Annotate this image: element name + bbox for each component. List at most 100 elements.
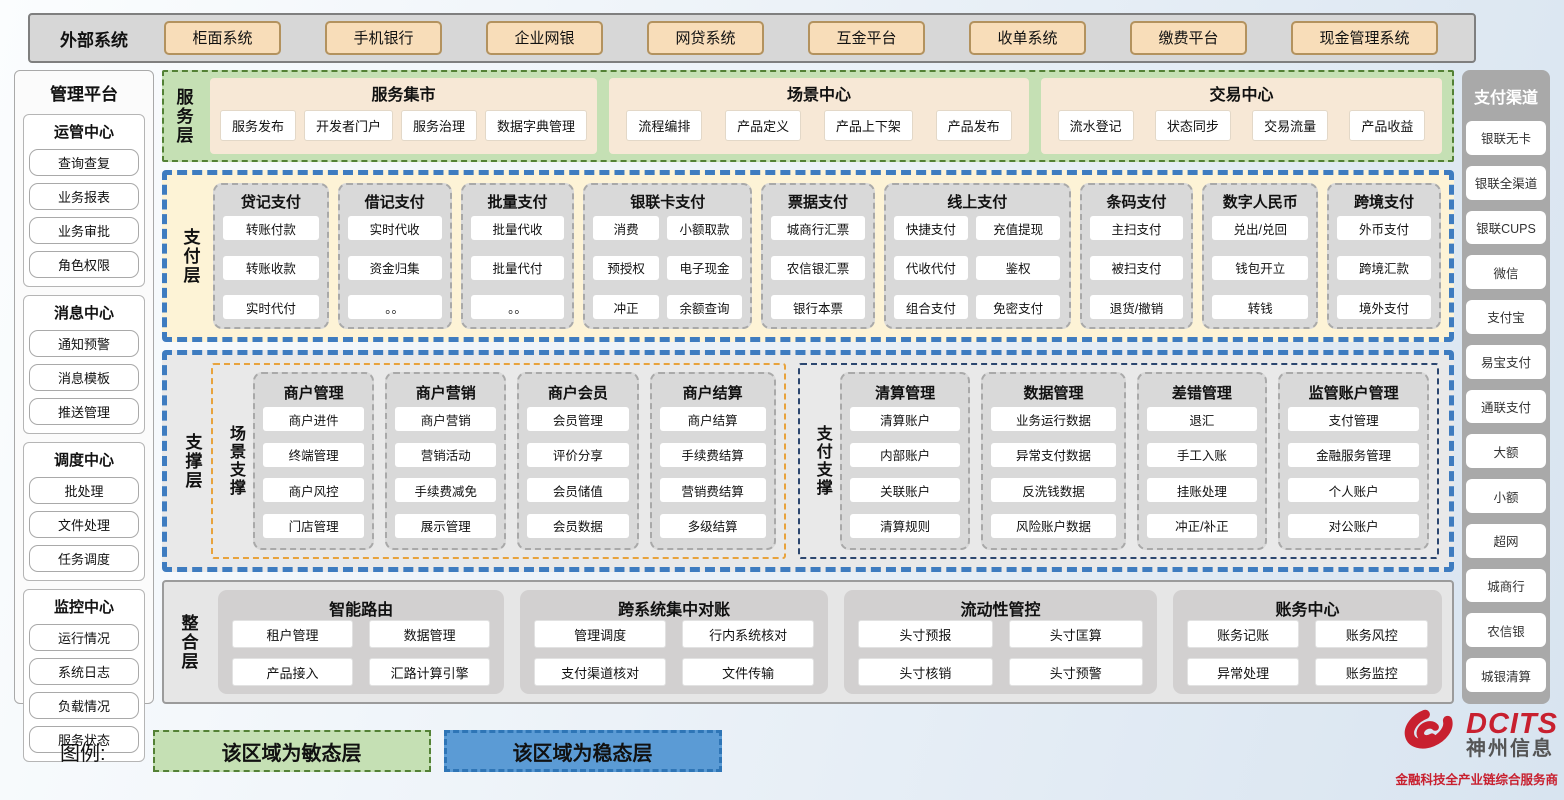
menu-item-business-report[interactable]: 业务报表 (29, 183, 139, 210)
file-transfer-button[interactable]: 文件传输 (682, 658, 815, 686)
data-dictionary-button[interactable]: 数据字典管理 (485, 110, 588, 141)
cashier-check-button[interactable]: 银行本票 (771, 295, 865, 319)
product-access-button[interactable]: 产品接入 (232, 658, 354, 686)
menu-item-service-status[interactable]: 服务状态 (29, 726, 139, 753)
fee-waiver-button[interactable]: 手续费减免 (395, 478, 497, 503)
external-system-cash-management[interactable]: 现金管理系统 (1291, 21, 1438, 55)
tenant-management-button[interactable]: 租户管理 (232, 620, 354, 648)
product-release-button[interactable]: 产品发布 (935, 110, 1012, 141)
service-publish-button[interactable]: 服务发布 (220, 110, 297, 141)
external-system-counter[interactable]: 柜面系统 (164, 21, 281, 55)
transaction-volume-button[interactable]: 交易流量 (1252, 110, 1329, 141)
refund-cancel-button[interactable]: 退货/撤销 (1089, 295, 1184, 319)
personal-account-button[interactable]: 个人账户 (1288, 478, 1419, 503)
menu-item-push-management[interactable]: 推送管理 (29, 398, 139, 425)
channel-hvps[interactable]: 大额 (1466, 434, 1546, 469)
realtime-payout-button[interactable]: 实时代付 (223, 295, 319, 319)
accounting-monitor-button[interactable]: 账务监控 (1315, 658, 1428, 686)
merchant-marketing-button[interactable]: 商户营销 (395, 407, 497, 431)
internal-account-button[interactable]: 内部账户 (849, 442, 961, 467)
manual-entry-button[interactable]: 手工入账 (1146, 442, 1258, 467)
multi-level-settlement-button[interactable]: 多级结算 (659, 513, 766, 538)
abnormal-payment-data-button[interactable]: 异常支付数据 (991, 442, 1116, 467)
pin-free-pay-button[interactable]: 免密支付 (975, 295, 1061, 319)
accounting-booking-button[interactable]: 账务记账 (1186, 620, 1300, 648)
menu-item-load-status[interactable]: 负载情况 (29, 692, 139, 719)
suspense-handling-button[interactable]: 挂账处理 (1146, 478, 1258, 503)
menu-item-business-approval[interactable]: 业务审批 (29, 217, 139, 244)
menu-item-role-permission[interactable]: 角色权限 (29, 251, 139, 278)
menu-item-running-status[interactable]: 运行情况 (29, 624, 139, 651)
position-forecast-button[interactable]: 头寸预报 (858, 620, 993, 648)
product-definition-button[interactable]: 产品定义 (725, 110, 802, 141)
member-stored-value-button[interactable]: 会员储值 (527, 478, 629, 503)
cross-border-remit-button[interactable]: 跨境汇款 (1337, 255, 1431, 280)
position-alert-button[interactable]: 头寸预警 (1008, 658, 1143, 686)
recharge-withdraw-button[interactable]: 充值提现 (975, 216, 1061, 240)
payment-management-button[interactable]: 支付管理 (1288, 407, 1419, 431)
active-scan-button[interactable]: 主扫支付 (1089, 216, 1184, 240)
overseas-pay-button[interactable]: 境外支付 (1337, 295, 1431, 319)
combined-pay-button[interactable]: 组合支付 (893, 295, 968, 319)
channel-unionpay-cardless[interactable]: 银联无卡 (1466, 121, 1546, 155)
clearing-rules-button[interactable]: 清算规则 (849, 513, 961, 538)
external-system-online-lending[interactable]: 网贷系统 (647, 21, 764, 55)
merchant-risk-button[interactable]: 商户风控 (263, 478, 365, 503)
financial-service-management-button[interactable]: 金融服务管理 (1288, 442, 1419, 467)
data-management-button[interactable]: 数据管理 (369, 620, 491, 648)
channel-unionpay-omni[interactable]: 银联全渠道 (1466, 165, 1546, 200)
balance-inquiry-button[interactable]: 余额查询 (666, 295, 743, 319)
passive-scan-button[interactable]: 被扫支付 (1089, 255, 1184, 280)
external-system-bill-payment[interactable]: 缴费平台 (1130, 21, 1247, 55)
anti-money-laundering-data-button[interactable]: 反洗钱数据 (991, 478, 1116, 503)
accounting-risk-button[interactable]: 账务风控 (1315, 620, 1428, 648)
channel-city-commercial-bank[interactable]: 城商行 (1466, 568, 1546, 603)
e-cash-button[interactable]: 电子现金 (666, 255, 743, 280)
exchange-button[interactable]: 兑出/兑回 (1212, 216, 1309, 240)
clearing-account-button[interactable]: 清算账户 (849, 407, 961, 431)
preauth-button[interactable]: 预授权 (593, 255, 659, 280)
developer-portal-button[interactable]: 开发者门户 (304, 110, 394, 141)
transfer-money-button[interactable]: 转钱 (1212, 295, 1309, 319)
menu-item-notify-alert[interactable]: 通知预警 (29, 330, 139, 357)
batch-collect-button[interactable]: 批量代收 (470, 216, 565, 240)
marketing-campaign-button[interactable]: 营销活动 (395, 442, 497, 467)
remit-return-button[interactable]: 退汇 (1146, 407, 1258, 431)
intra-bank-check-button[interactable]: 行内系统核对 (682, 620, 815, 648)
realtime-collect-button[interactable]: 实时代收 (347, 216, 442, 240)
exception-handling-button[interactable]: 异常处理 (1186, 658, 1300, 686)
position-writeoff-button[interactable]: 头寸核销 (858, 658, 993, 686)
reversal-button[interactable]: 冲正 (593, 295, 659, 319)
external-system-corporate-ebank[interactable]: 企业网银 (486, 21, 603, 55)
management-scheduling-button[interactable]: 管理调度 (534, 620, 667, 648)
member-management-button[interactable]: 会员管理 (527, 407, 629, 431)
business-operation-data-button[interactable]: 业务运行数据 (991, 407, 1116, 431)
menu-item-message-template[interactable]: 消息模板 (29, 364, 139, 391)
channel-beps[interactable]: 小额 (1466, 479, 1546, 513)
menu-item-system-log[interactable]: 系统日志 (29, 658, 139, 685)
small-withdrawal-button[interactable]: 小额取款 (666, 216, 743, 240)
quick-pay-button[interactable]: 快捷支付 (893, 216, 968, 240)
status-sync-button[interactable]: 状态同步 (1154, 110, 1231, 141)
channel-rural-credit-bank[interactable]: 农信银 (1466, 613, 1546, 648)
channel-allinpay[interactable]: 通联支付 (1466, 389, 1546, 424)
menu-item-batch-processing[interactable]: 批处理 (29, 477, 139, 504)
wallet-open-button[interactable]: 钱包开立 (1212, 255, 1309, 280)
terminal-management-button[interactable]: 终端管理 (263, 442, 365, 467)
transfer-pay-button[interactable]: 转账付款 (223, 216, 319, 240)
flow-register-button[interactable]: 流水登记 (1057, 110, 1134, 141)
member-data-button[interactable]: 会员数据 (527, 513, 629, 538)
external-system-mobile-banking[interactable]: 手机银行 (325, 21, 442, 55)
channel-cnaps[interactable]: 超网 (1466, 523, 1546, 558)
menu-item-task-scheduling[interactable]: 任务调度 (29, 545, 139, 572)
product-shelf-button[interactable]: 产品上下架 (823, 110, 913, 141)
menu-item-query-reply[interactable]: 查询查复 (29, 149, 139, 176)
review-share-button[interactable]: 评价分享 (527, 442, 629, 467)
position-estimate-button[interactable]: 头寸匡算 (1008, 620, 1143, 648)
external-system-fintech-platform[interactable]: 互金平台 (808, 21, 925, 55)
merchant-settlement-button[interactable]: 商户结算 (659, 407, 766, 431)
marketing-fee-settlement-button[interactable]: 营销费结算 (659, 478, 766, 503)
product-revenue-button[interactable]: 产品收益 (1349, 110, 1426, 141)
transfer-collect-button[interactable]: 转账收款 (223, 255, 319, 280)
store-management-button[interactable]: 门店管理 (263, 513, 365, 538)
